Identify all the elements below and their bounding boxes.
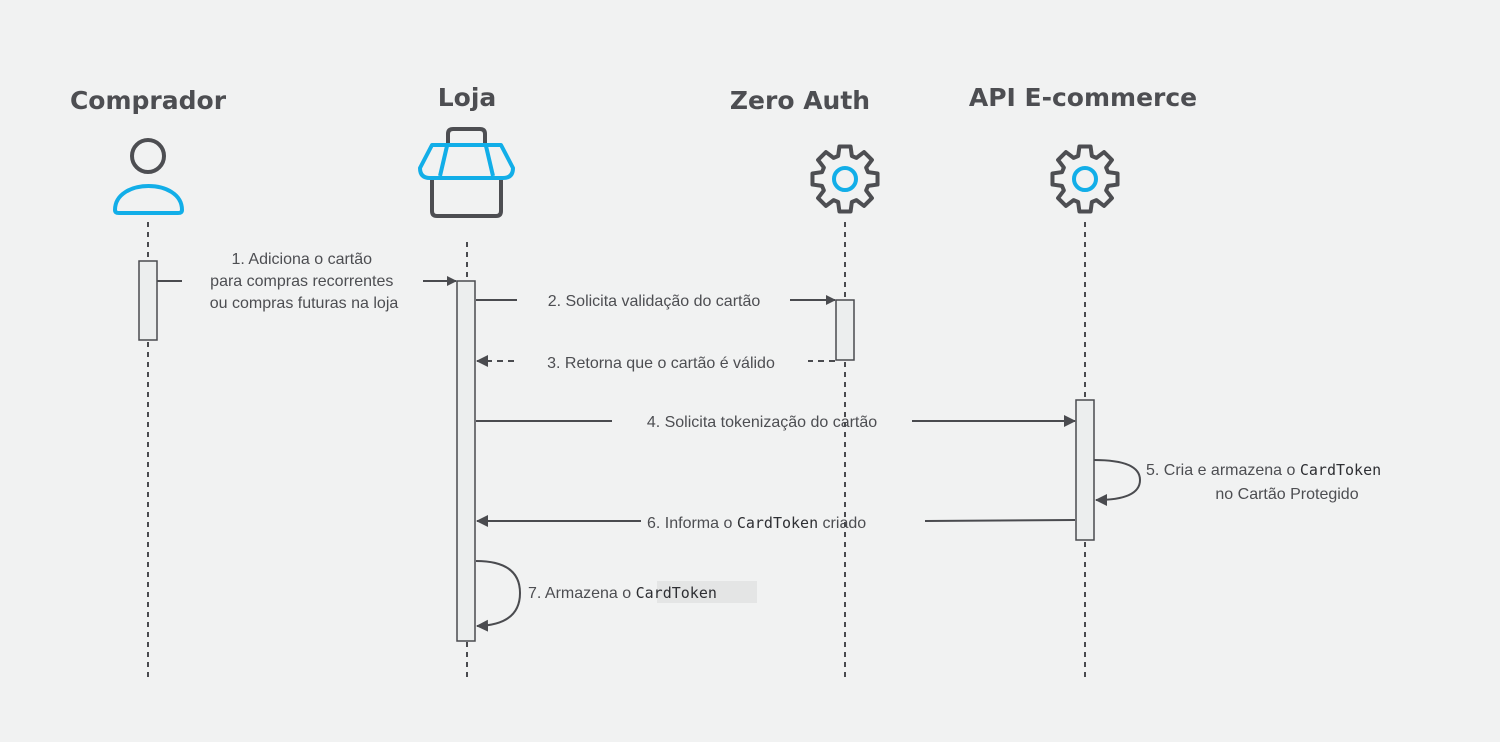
message-2-label: 2. Solicita validação do cartão	[548, 293, 761, 310]
user-icon	[113, 138, 184, 215]
message-7-code-highlight	[657, 581, 757, 603]
message-1-line-2: para compras recorrentes	[210, 273, 393, 290]
svg-text:5. Cria e armazena o CardToken: 5. Cria e armazena o CardToken	[1146, 461, 1381, 479]
message-2: 2. Solicita validação do cartão	[476, 293, 836, 310]
activation-comprador	[138, 260, 158, 341]
message-1-line-1: 1. Adiciona o cartão	[232, 251, 373, 268]
message-1: 1. Adiciona o cartão para compras recorr…	[157, 251, 457, 312]
message-6-arrow-start	[924, 519, 1076, 522]
activation-api-ecommerce	[1075, 399, 1095, 541]
store-icon	[418, 127, 515, 218]
message-3: 3. Retorna que o cartão é válido	[476, 355, 835, 372]
message-5-code: CardToken	[1300, 461, 1381, 479]
message-5-arrow	[1093, 459, 1142, 506]
gear-center	[832, 166, 858, 192]
message-5-prefix: 5. Cria e armazena o	[1146, 462, 1300, 479]
message-6: 6. Informa o CardToken criado	[476, 514, 1076, 532]
actor-title-loja: Loja	[438, 83, 497, 112]
actor-title-zero-auth: Zero Auth	[730, 86, 870, 115]
message-7-code: CardToken	[636, 584, 717, 602]
message-7: 7. Armazena o CardToken	[475, 560, 757, 632]
actor-title-api-ecommerce: API E-commerce	[969, 83, 1197, 112]
activation-zero-auth	[835, 299, 855, 361]
message-4: 4. Solicita tokenização do cartão	[476, 414, 1076, 431]
message-6-code: CardToken	[737, 514, 818, 532]
message-7-arrow	[475, 560, 522, 632]
message-6-suffix: criado	[818, 515, 866, 532]
svg-text:1. Adiciona o cartão par: 1. Adiciona o cartão para compras recorr…	[210, 251, 399, 312]
gear-outline	[1050, 144, 1120, 214]
gear-center	[1072, 166, 1098, 192]
message-7-prefix: 7. Armazena o	[528, 585, 636, 602]
message-1-line-3: ou compras futuras na loja	[210, 295, 399, 312]
message-5-line-2: no Cartão Protegido	[1215, 486, 1358, 503]
gear-icon	[1050, 144, 1120, 214]
svg-text:6. Informa o CardToken criado: 6. Informa o CardToken criado	[647, 514, 866, 532]
activation-loja	[456, 280, 476, 642]
message-3-label: 3. Retorna que o cartão é válido	[547, 355, 775, 372]
message-4-label: 4. Solicita tokenização do cartão	[647, 414, 877, 431]
message-5: 5. Cria e armazena o CardToken no Cartão…	[1093, 459, 1381, 506]
actor-title-comprador: Comprador	[70, 86, 227, 115]
message-6-prefix: 6. Informa o	[647, 515, 737, 532]
gear-icon	[810, 144, 880, 214]
svg-text:7. Armazena o CardToken: 7. Armazena o CardToken	[528, 584, 717, 602]
gear-outline	[810, 144, 880, 214]
